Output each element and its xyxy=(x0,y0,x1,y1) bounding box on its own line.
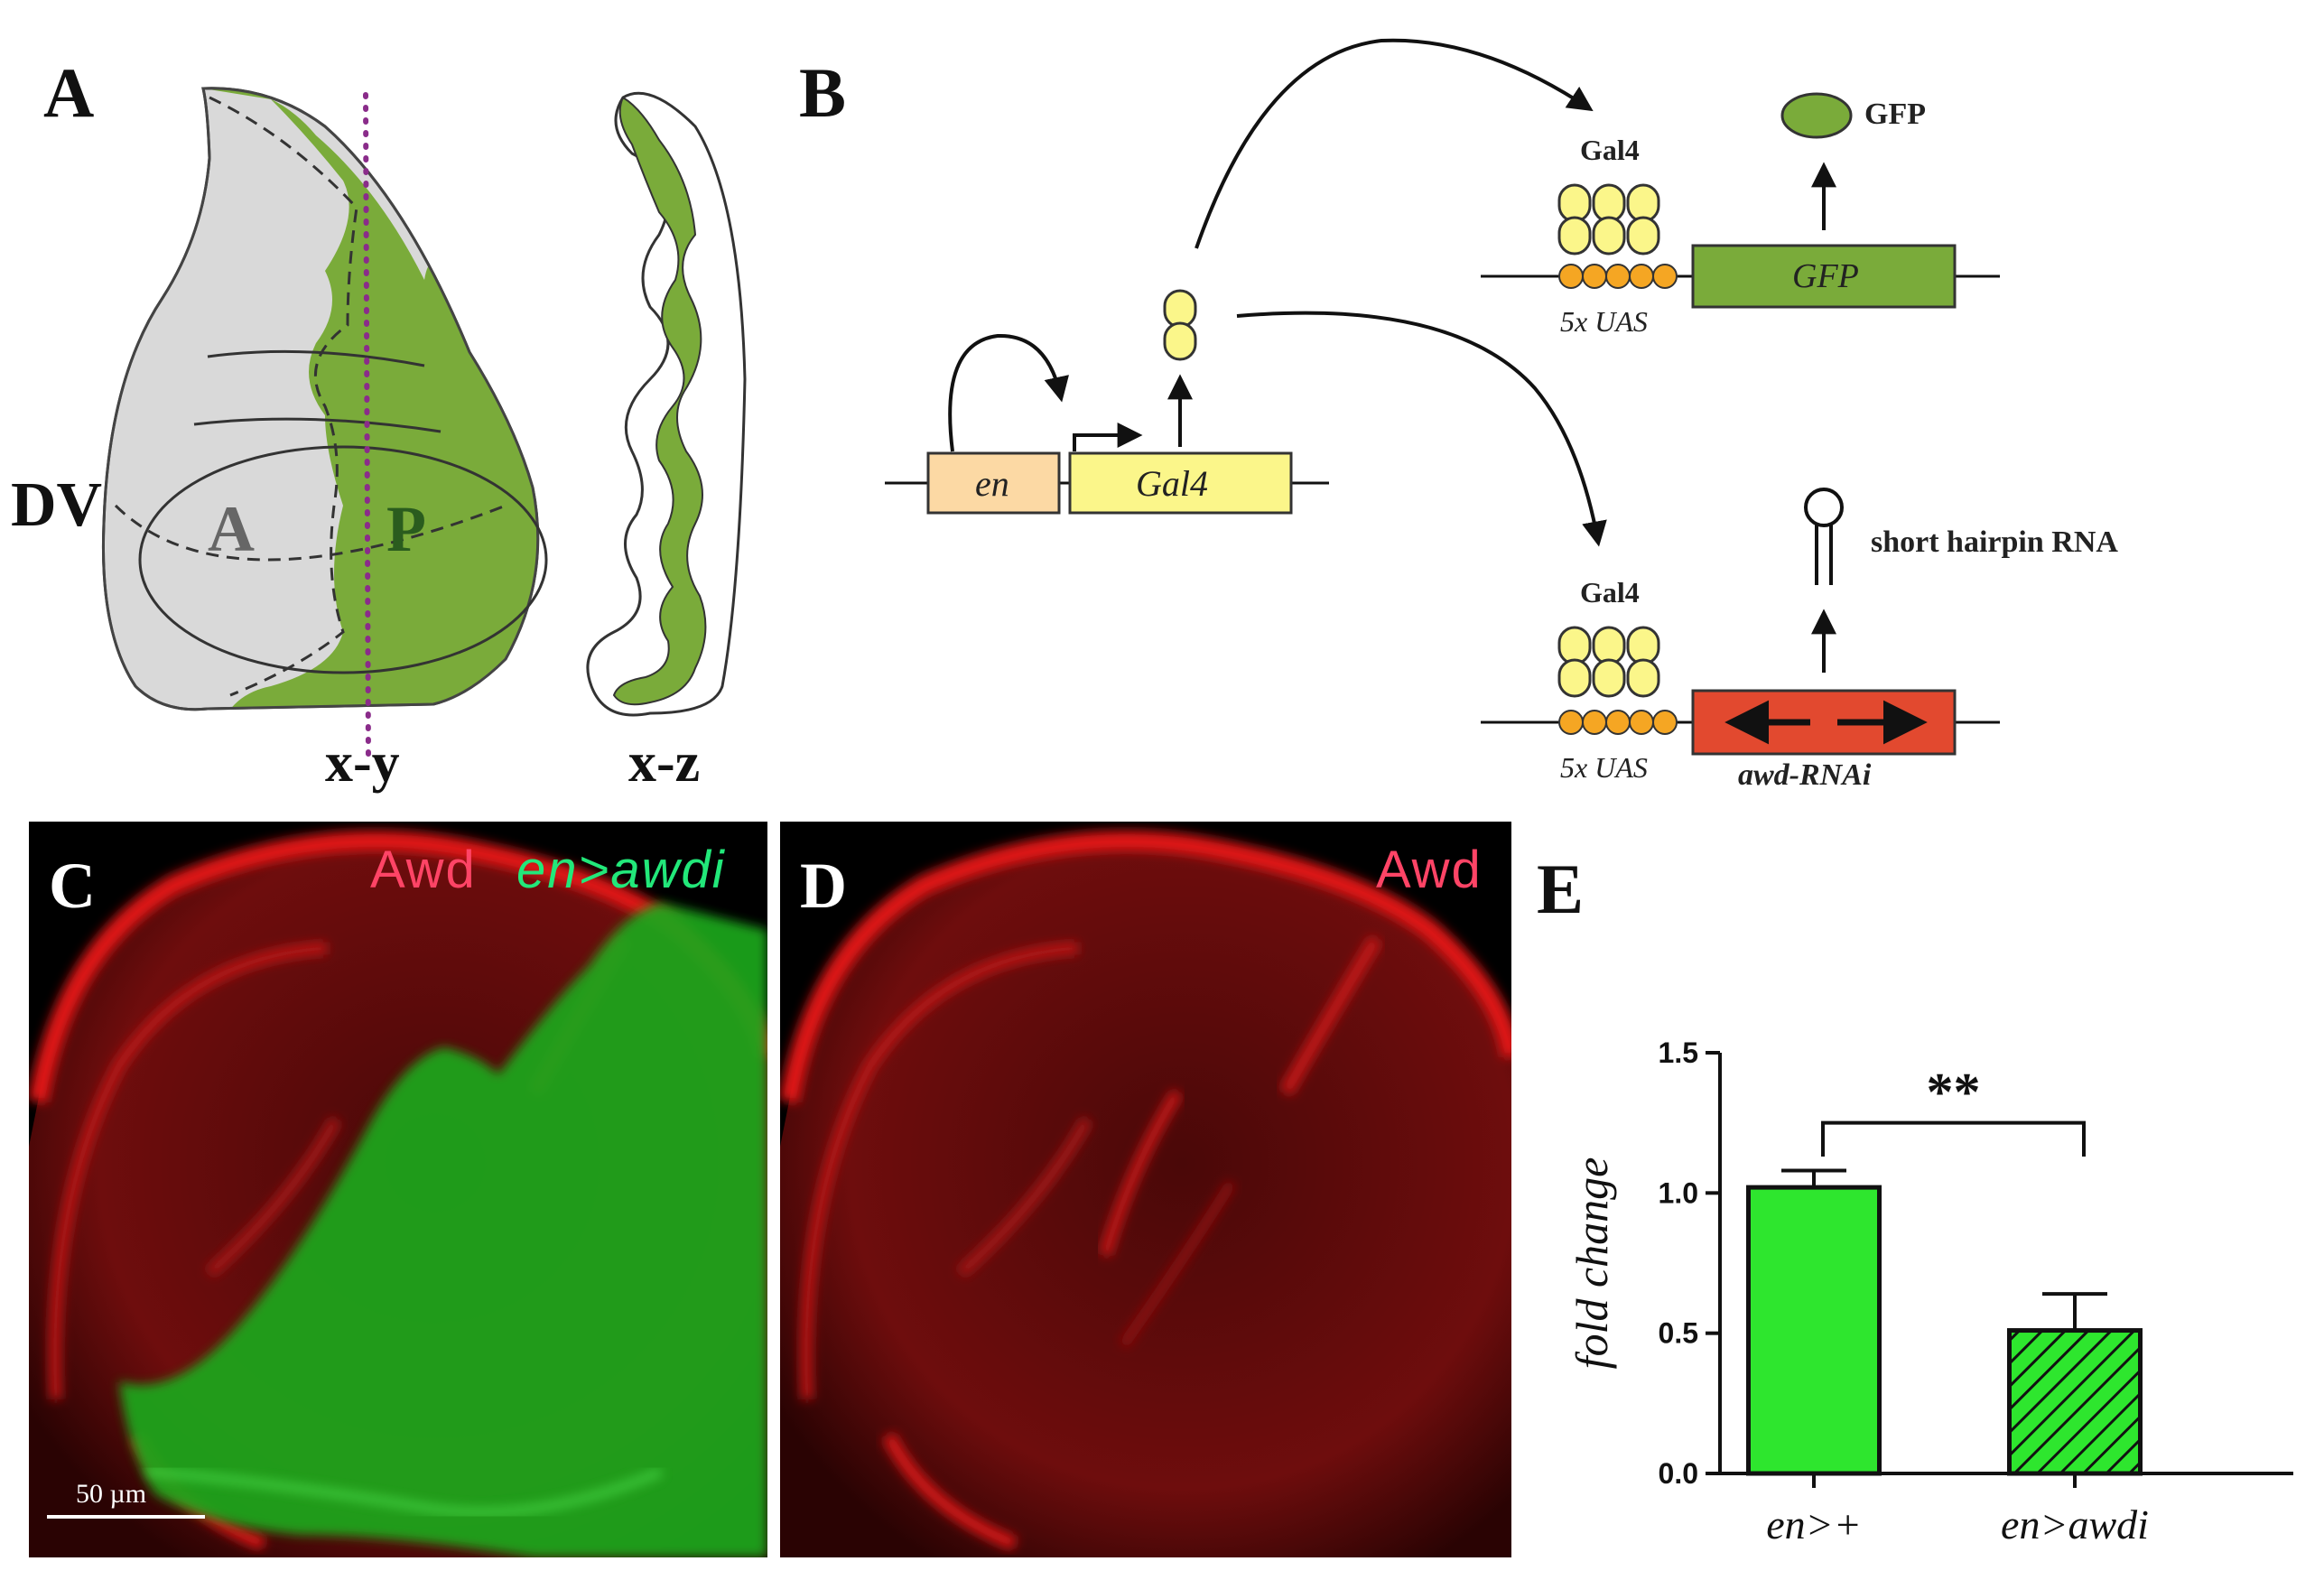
gal4-gene-box xyxy=(1068,451,1293,515)
engrailed-gfp-domain xyxy=(119,903,767,1557)
bar-0 xyxy=(1746,1185,1882,1476)
en-label: en xyxy=(975,463,1009,504)
xz-section-outline xyxy=(586,91,747,717)
gal4-gene-label: Gal4 xyxy=(1136,463,1208,504)
gal4-top-label: Gal4 xyxy=(1580,134,1640,166)
bar-1 xyxy=(2007,1328,2143,1476)
dv-label: DV xyxy=(11,470,103,540)
panel-a-letter: A xyxy=(43,53,95,132)
panel-b-letter: B xyxy=(799,53,847,132)
y-axis-label: fold change xyxy=(1566,1157,1617,1370)
panel-c-letter: C xyxy=(49,850,96,922)
uas-sites-top xyxy=(1558,264,1678,289)
panel-d-awd-label: Awd xyxy=(1376,841,1483,899)
x-tick-label: en>awdi xyxy=(2001,1501,2149,1547)
hairpin-label: short hairpin RNA xyxy=(1871,525,2118,559)
y-tick-label: 0.5 xyxy=(1659,1317,1698,1350)
y-tick-label: 1.5 xyxy=(1659,1036,1698,1069)
panel-c-micrograph: C Awd en>awdi 50 µm xyxy=(29,822,767,1557)
xy-label: x-y xyxy=(325,732,400,794)
panel-c-genotype-label: en>awdi xyxy=(516,841,726,899)
uas-sites-bottom xyxy=(1558,710,1678,735)
posterior-label: P xyxy=(386,493,426,565)
xz-section-epithelium xyxy=(612,96,707,706)
panel-b-diagram xyxy=(885,38,2000,756)
uas-bottom-label: 5x UAS xyxy=(1560,751,1648,784)
fold-change-chart: 0.0 0.5 1.0 1.5 fold change en>+ en>awdi ** xyxy=(1566,1036,2293,1547)
gfp-protein-label: GFP xyxy=(1864,98,1926,131)
scale-bar-label: 50 µm xyxy=(76,1479,147,1509)
significance-label: ** xyxy=(1927,1063,1981,1122)
panel-c-awd-label: Awd xyxy=(370,841,477,899)
rnai-label: awd-RNAi xyxy=(1738,758,1872,792)
ap-boundary xyxy=(209,96,358,697)
anterior-label: A xyxy=(208,493,255,565)
xy-section-line xyxy=(363,92,371,766)
x-tick-label: en>+ xyxy=(1766,1501,1862,1547)
gal4-bound-top xyxy=(1557,183,1660,256)
panel-d-micrograph: D Awd xyxy=(780,822,1511,1557)
xz-label: x-z xyxy=(628,732,701,794)
significance-bracket xyxy=(1821,1120,2086,1157)
y-tick-label: 1.0 xyxy=(1659,1176,1698,1209)
panel-e-letter: E xyxy=(1537,850,1585,928)
hairpin-rna-icon xyxy=(1804,488,1844,585)
gal4-bound-bottom xyxy=(1557,626,1660,698)
gfp-gene-label: GFP xyxy=(1792,257,1859,295)
disc-posterior xyxy=(203,88,538,710)
uas-top-label: 5x UAS xyxy=(1560,305,1648,338)
dv-boundary xyxy=(114,504,507,562)
y-tick-label: 0.0 xyxy=(1659,1457,1698,1490)
gal4-bottom-label: Gal4 xyxy=(1580,576,1640,609)
wing-pouch xyxy=(138,445,548,674)
panel-d-letter: D xyxy=(800,850,847,922)
gfp-protein xyxy=(1780,92,1853,139)
en-gene-box xyxy=(926,451,1061,515)
panel-a-diagram xyxy=(101,87,747,766)
gfp-gene-box xyxy=(1691,244,1957,309)
